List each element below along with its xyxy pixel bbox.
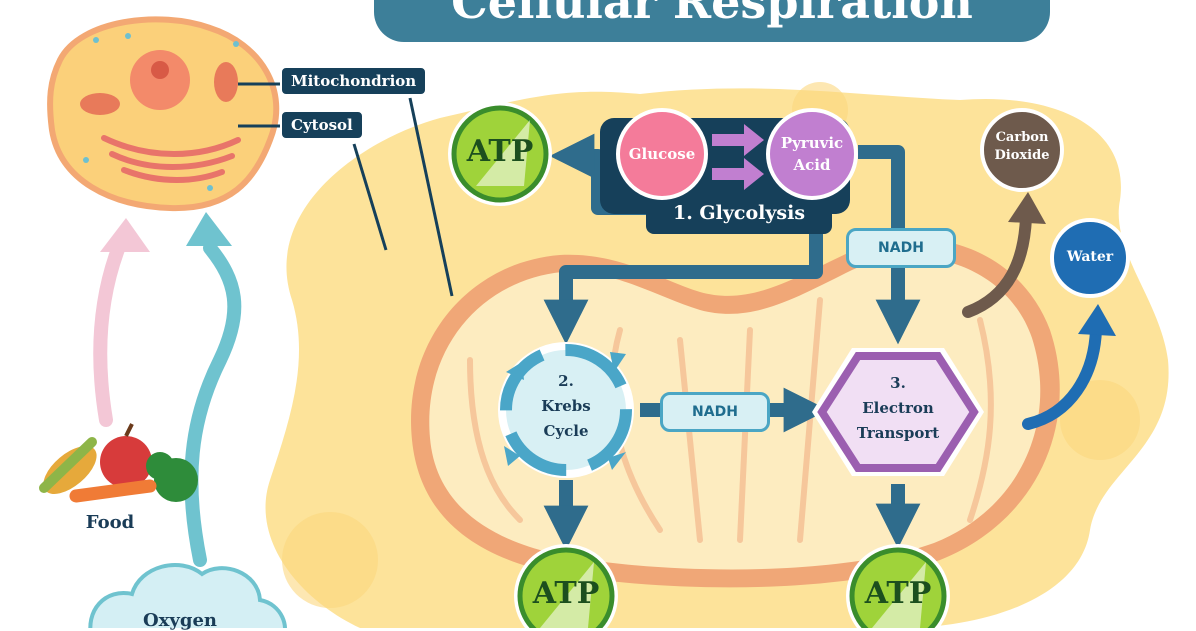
glucose-to-pyruvic-arrows [712, 124, 764, 190]
water-node [1050, 218, 1130, 298]
carbon-dioxide-node [980, 108, 1064, 192]
krebs-label-line1: 2. [558, 372, 574, 390]
co2-arrow-head [1008, 192, 1046, 224]
atp-electron-badge [846, 544, 950, 628]
food-arrow-head [100, 218, 150, 252]
glucose-label: Glucose [628, 145, 696, 163]
nadh-mid-box: NADH [660, 392, 770, 432]
krebs-cycle-node [498, 342, 634, 478]
krebs-label-line2: Krebs [541, 397, 591, 415]
mitochondrion-label: Mitochondrion [280, 66, 428, 96]
electron-label-line3: Transport [856, 424, 940, 442]
electron-label-line2: Electron [862, 399, 934, 417]
glycolysis-label: 1. Glycolysis [672, 202, 806, 224]
oxygen-arrow [184, 241, 242, 567]
atp-glycolysis-badge [448, 102, 552, 206]
pyruvic-label-line2: Acid [793, 156, 831, 174]
food-arrow [93, 237, 127, 427]
atp-krebs-badge [514, 544, 618, 628]
cytoplasm-spot [282, 512, 378, 608]
electron-to-co2-arrow [962, 212, 1032, 318]
atp-glycolysis-label: ATP [466, 134, 534, 169]
co2-label-line2: Dioxide [994, 148, 1050, 163]
food-label: Food [85, 512, 135, 533]
cytoplasm-spot [1060, 380, 1140, 460]
electron-transport-node [812, 348, 984, 476]
pyruvic-label-line1: Pyruvic [780, 134, 844, 152]
oxygen-arrow-head [186, 212, 232, 246]
electron-label-line1: 3. [890, 374, 906, 392]
food-icon [39, 423, 198, 503]
cytosol-label: Cytosol [280, 110, 364, 140]
atp-krebs-label: ATP [532, 576, 600, 611]
electron-to-water-arrow [1022, 324, 1102, 430]
water-label: Water [1066, 249, 1114, 265]
co2-label-line1: Carbon [995, 130, 1049, 145]
cell-icon [47, 16, 280, 212]
leader-lines [238, 82, 454, 297]
nadh-top-box: NADH [846, 228, 956, 268]
oxygen-label: Oxygen [143, 610, 217, 631]
krebs-label-line3: Cycle [543, 422, 589, 440]
page-title: Cellular Respiration [451, 0, 973, 29]
atp-electron-label: ATP [864, 576, 932, 611]
cloud-icon [88, 563, 287, 628]
water-arrow-head [1078, 304, 1116, 336]
glucose-node [616, 108, 708, 200]
title-banner [374, 0, 1050, 42]
pyruvic-acid-node [766, 108, 858, 200]
